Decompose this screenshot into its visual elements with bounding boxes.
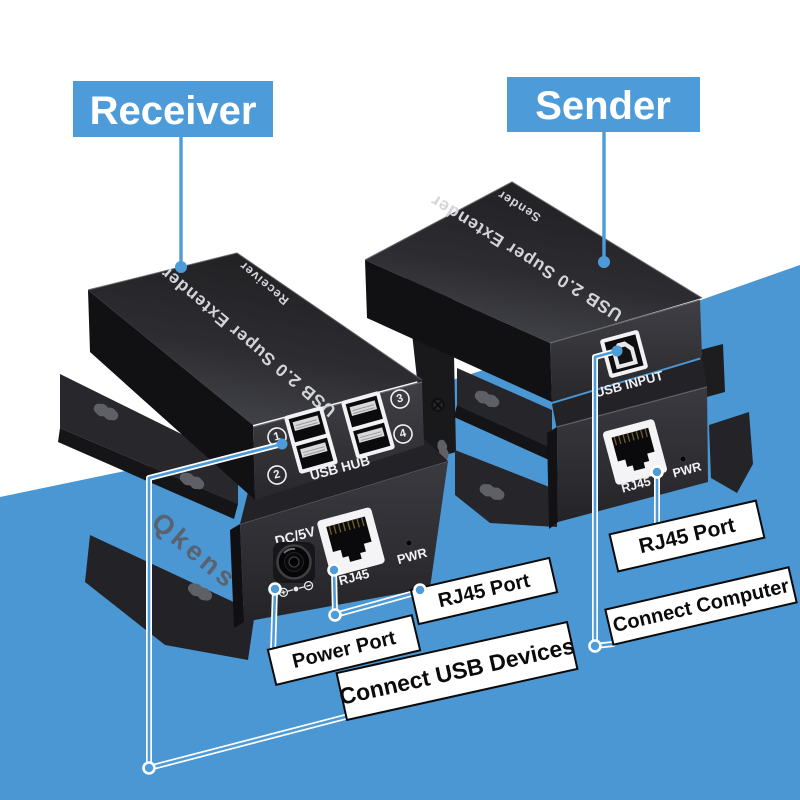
- receiver-pwr-led: [405, 539, 413, 547]
- usb-port1-dot: [276, 438, 288, 450]
- receiver-header-label: Receiver: [73, 81, 273, 137]
- rj45-receiver-ring: [327, 563, 341, 577]
- receiver-pointer-dot: [175, 261, 187, 273]
- sender-pwr-led: [679, 455, 687, 463]
- dc-jack-ring: [268, 582, 282, 596]
- sender-top-face: [365, 182, 702, 343]
- sender-header-text: Sender: [535, 84, 671, 128]
- rj45-sender-ring: [650, 465, 664, 479]
- receiver-base-side: [230, 524, 244, 628]
- receiver-header-text: Receiver: [90, 89, 257, 133]
- receiver-top-face: [88, 253, 422, 425]
- receiver-mid-sliver: [240, 438, 448, 524]
- receiver-bracket-left-lip: [58, 428, 238, 519]
- connector-nodes: [142, 256, 664, 775]
- sender-bracket-left-lip: [454, 405, 552, 460]
- sender-bracket-left-wing: [457, 368, 552, 448]
- screw-icon: [431, 398, 445, 412]
- sender-pointer-dot: [598, 256, 610, 268]
- sender-base-side: [547, 427, 558, 529]
- sender-mid-sliver: [552, 359, 707, 430]
- elbow-ring-1: [328, 608, 342, 622]
- label-corner-ring: [413, 583, 427, 597]
- receiver-left-face: [88, 290, 255, 500]
- sender-bracket-right-wing: [709, 412, 753, 493]
- sender-base-bracket-wing: [455, 450, 557, 527]
- port-number-1: 1: [272, 430, 282, 443]
- elbow-ring-2: [588, 639, 602, 653]
- receiver-base-bracket-wing: [85, 535, 255, 660]
- usb-port-numbers: 1 2 3 4: [267, 389, 413, 485]
- port-number-3: 3: [395, 392, 404, 405]
- sender-device: RJ45 PWR USB 2.0 Super Extender Sender U…: [364, 181, 753, 529]
- elbow-ring-3: [142, 761, 156, 775]
- sender-header-label: Sender: [507, 77, 700, 132]
- port-number-4: 4: [398, 427, 408, 440]
- sender-left-face: [365, 260, 552, 402]
- usb-input-dot: [611, 345, 623, 357]
- port-number-2: 2: [272, 468, 281, 481]
- dc-power-jack: [273, 542, 315, 583]
